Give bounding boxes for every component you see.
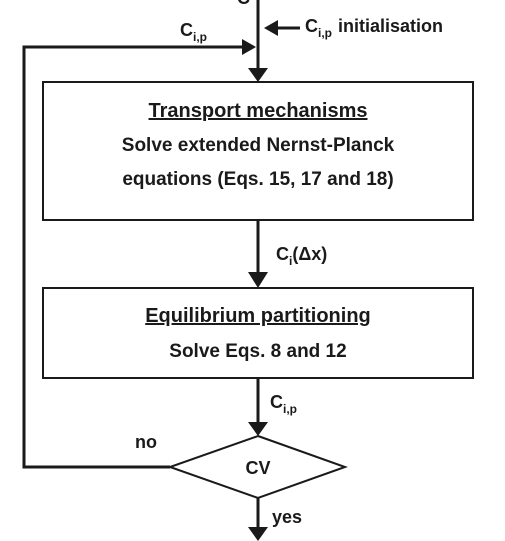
delta-label: Ci(Δx): [276, 244, 327, 268]
arrow-into-transport: [248, 68, 268, 82]
equilibrium-box-line1: Solve Eqs. 8 and 12: [169, 341, 346, 362]
transport-to-eq-arrowhead: [248, 272, 268, 288]
transport-box-line2: equations (Eqs. 15, 17 and 18): [122, 169, 393, 190]
loop-label: Ci,p: [180, 20, 207, 44]
transport-box-title: Transport mechanisms: [149, 100, 368, 122]
equilibrium-box: [42, 287, 474, 379]
top-cropped-label: C: [237, 0, 250, 8]
no-label: no: [135, 432, 157, 452]
eq-to-decision-arrowhead: [248, 422, 268, 436]
yes-branch-arrowhead: [248, 527, 268, 541]
after-eq-label: Ci,p: [270, 392, 297, 416]
yes-label: yes: [272, 507, 302, 527]
feedback-arrowhead: [242, 39, 256, 55]
transport-box: [42, 81, 474, 221]
decision-label: CV: [245, 458, 270, 478]
transport-box-line1: Solve extended Nernst-Planck: [122, 135, 395, 156]
feedback-loop-line: [22, 45, 246, 469]
equilibrium-box-title: Equilibrium partitioning: [145, 305, 371, 327]
init-arrowhead: [264, 20, 278, 36]
